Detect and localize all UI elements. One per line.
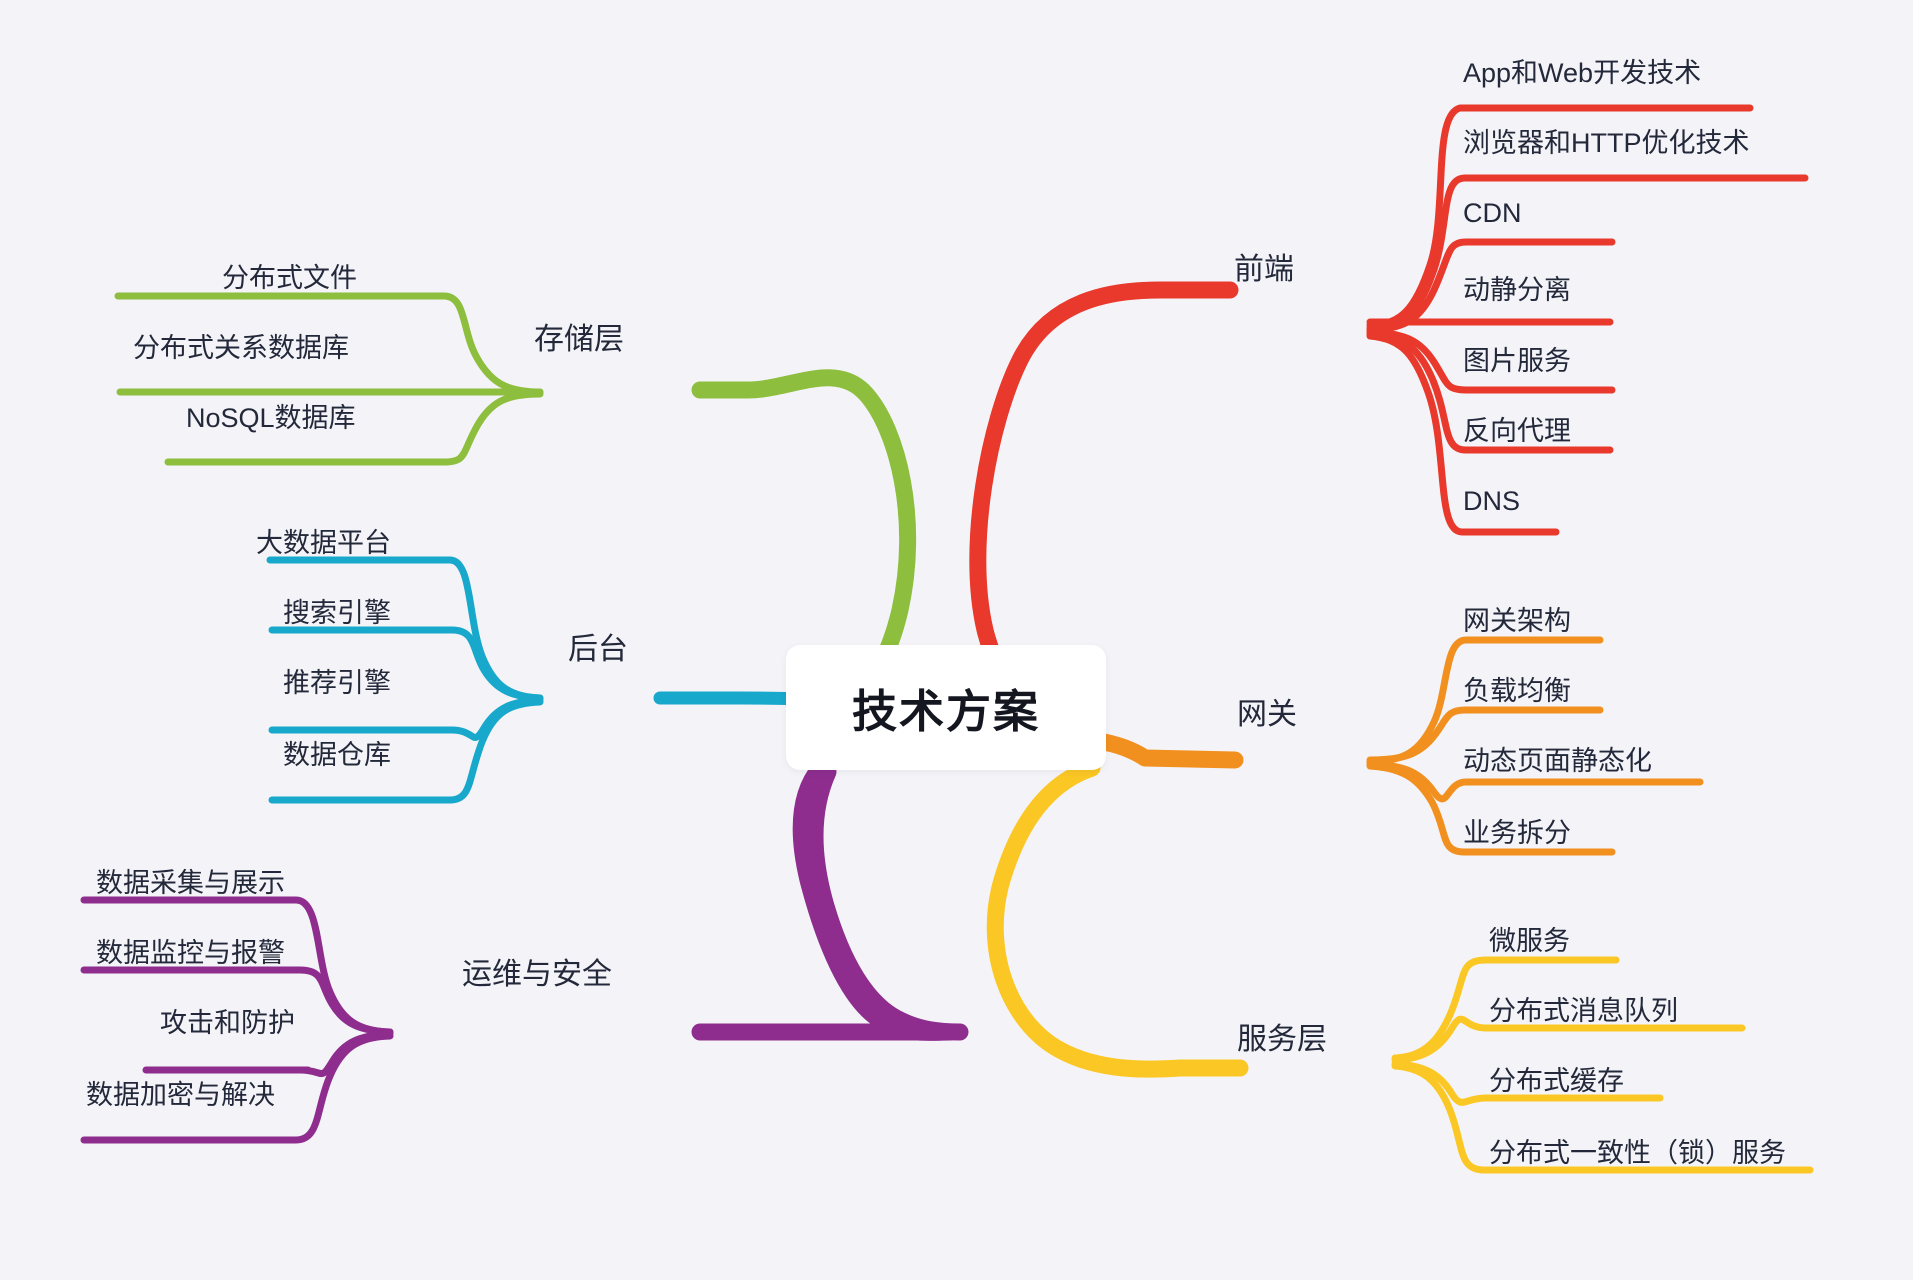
node-frontend-child-7[interactable]: DNS	[1463, 486, 1521, 516]
node-frontend-child-6[interactable]: 反向代理	[1463, 416, 1571, 446]
node-frontend-child-3[interactable]: CDN	[1463, 198, 1522, 228]
branch-label-service-layer[interactable]: 服务层	[1237, 1023, 1327, 1056]
trunk-ops2	[806, 763, 969, 1041]
node-service-layer-child-3[interactable]: 分布式缓存	[1489, 1066, 1624, 1096]
node-ops-security-child-3[interactable]: 攻击和防护	[160, 1008, 295, 1038]
center-node-label: 技术方案	[851, 686, 1040, 737]
node-backend-child-3[interactable]: 推荐引擎	[283, 668, 391, 698]
node-backend-child-4[interactable]: 数据仓库	[283, 740, 391, 770]
edge-ops-3	[142, 1030, 394, 1077]
node-ops-security-child-1[interactable]: 数据采集与展示	[96, 868, 285, 898]
branch-label-frontend[interactable]: 前端	[1234, 253, 1294, 286]
node-frontend-child-1[interactable]: App和Web开发技术	[1463, 58, 1702, 88]
node-gateway-child-4[interactable]: 业务拆分	[1463, 818, 1571, 848]
branch-label-storage-layer[interactable]: 存储层	[534, 323, 624, 356]
node-frontend-child-4[interactable]: 动静分离	[1463, 275, 1571, 305]
branch-label-gateway[interactable]: 网关	[1237, 698, 1297, 731]
edge-frontend-2	[1366, 174, 1809, 332]
edge-backend-3	[268, 696, 544, 741]
node-service-layer-child-1[interactable]: 微服务	[1489, 926, 1570, 956]
node-ops-security-child-2[interactable]: 数据监控与报警	[96, 938, 285, 968]
node-backend-child-1[interactable]: 大数据平台	[256, 528, 391, 558]
center-node[interactable]: 技术方案	[786, 645, 1106, 770]
node-service-layer-child-2[interactable]: 分布式消息队列	[1489, 996, 1678, 1026]
node-storage-layer-child-3[interactable]: NoSQL数据库	[186, 403, 356, 433]
node-storage-layer-child-2[interactable]: 分布式关系数据库	[133, 333, 349, 363]
node-frontend-child-5[interactable]: 图片服务	[1463, 346, 1571, 376]
node-gateway-child-3[interactable]: 动态页面静态化	[1463, 746, 1652, 776]
node-gateway-child-2[interactable]: 负载均衡	[1463, 676, 1571, 706]
node-frontend-child-2[interactable]: 浏览器和HTTP优化技术	[1463, 128, 1750, 158]
branch-label-backend[interactable]: 后台	[568, 633, 628, 666]
trunk-gateway	[1081, 731, 1244, 769]
node-service-layer-child-4[interactable]: 分布式一致性（锁）服务	[1489, 1138, 1786, 1168]
node-backend-child-2[interactable]: 搜索引擎	[283, 598, 391, 628]
branch-label-ops-security[interactable]: 运维与安全	[462, 958, 612, 991]
node-ops-security-child-4[interactable]: 数据加密与解决	[86, 1080, 275, 1110]
node-gateway-child-1[interactable]: 网关架构	[1463, 606, 1571, 636]
trunk-ops	[691, 759, 959, 1041]
trunk-service	[986, 759, 1249, 1078]
node-storage-layer-child-1[interactable]: 分布式文件	[222, 263, 357, 293]
